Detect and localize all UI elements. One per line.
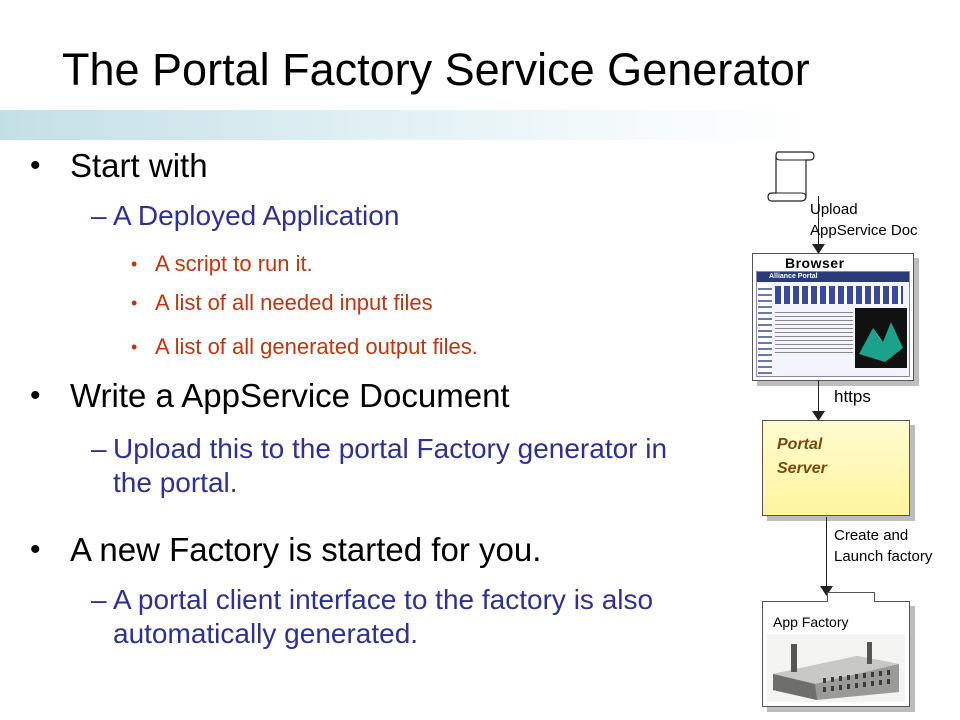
browser-label: Browser: [785, 255, 845, 271]
upload-label-line1: Upload: [810, 201, 858, 218]
portal-server-box: Portal Server: [762, 420, 910, 516]
https-label: https: [834, 387, 871, 406]
create-label: Create and Launch factory: [834, 525, 932, 567]
sub-sub-bullet-input-files: A list of all needed input files: [131, 289, 433, 317]
browser-screenshot-plot: [855, 308, 907, 368]
factory-photo: [767, 634, 905, 702]
portal-server-label: Portal Server: [777, 433, 827, 481]
create-label-line2: Launch factory: [834, 548, 933, 565]
app-factory-label: App Factory: [773, 614, 849, 630]
create-label-line1: Create and: [834, 527, 909, 544]
title-underline-bar: [0, 110, 818, 140]
bullet-new-factory: A new Factory is started for you.: [30, 530, 541, 570]
bullet-start-with: Start with: [30, 146, 207, 186]
sub-bullet-deployed-application: A Deployed Application: [91, 199, 399, 233]
arrow-line-upload: [818, 196, 819, 246]
browser-screenshot-header: [757, 272, 909, 282]
browser-screenshot: Alliance Portal: [756, 271, 910, 377]
portal-server-label-line2: Server: [777, 460, 827, 477]
bullet-write-appservice: Write a AppService Document: [30, 376, 510, 416]
browser-screenshot-banner: [775, 286, 903, 304]
portal-server-label-line1: Portal: [777, 436, 823, 453]
browser-screenshot-title: Alliance Portal: [769, 273, 818, 280]
browser-box: Browser Alliance Portal: [752, 253, 914, 381]
slide-title: The Portal Factory Service Generator: [62, 44, 810, 95]
arrow-down-icon: [812, 411, 825, 421]
app-factory-box: App Factory: [762, 592, 910, 707]
sub-sub-bullet-output-files: A list of all generated output files.: [131, 333, 478, 361]
arrow-down-icon: [820, 586, 833, 596]
upload-label-line2: AppService Doc: [810, 222, 918, 239]
browser-screenshot-sidebar: [758, 284, 772, 374]
upload-label: Upload AppService Doc: [810, 199, 918, 241]
document-scroll-icon: [767, 151, 815, 202]
arrow-line-create: [826, 517, 827, 589]
browser-screenshot-text: [775, 312, 853, 356]
sub-bullet-upload: Upload this to the portal Factory genera…: [91, 432, 673, 500]
sub-sub-bullet-script: A script to run it.: [131, 250, 313, 278]
plot-3d-icon: [859, 322, 903, 362]
sub-bullet-client-interface: A portal client interface to the factory…: [91, 583, 731, 651]
arrow-down-icon: [812, 244, 825, 254]
app-factory-tab: [827, 592, 875, 602]
arrow-line-https: [818, 381, 819, 415]
